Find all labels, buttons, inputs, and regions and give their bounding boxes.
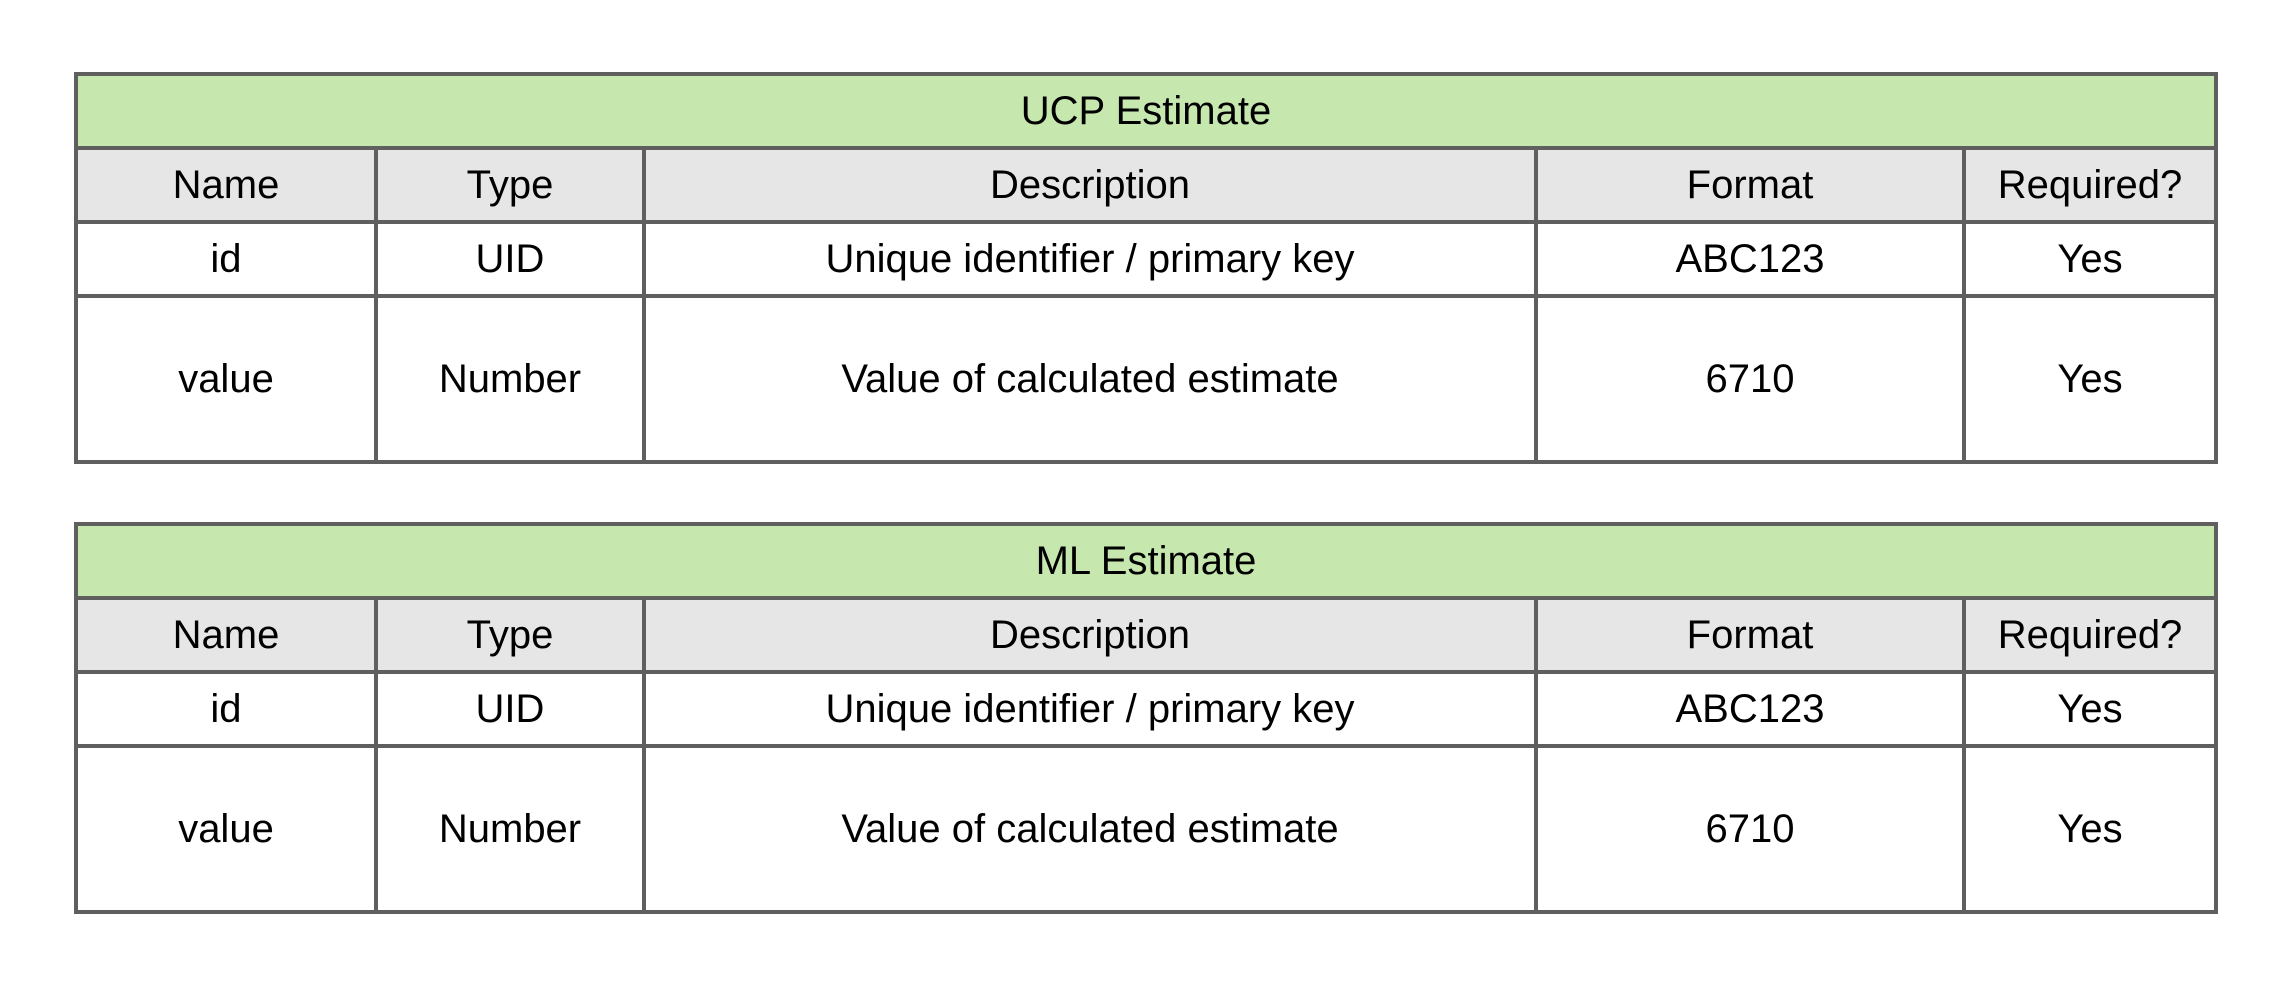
table-title-row: ML Estimate	[73, 522, 2219, 600]
table-title: UCP Estimate	[74, 72, 2218, 150]
table-row: value Number Value of calculated estimat…	[74, 294, 2218, 464]
column-header-description: Description	[642, 596, 1538, 674]
cell-name: id	[74, 670, 378, 748]
table-header-row: Name Type Description Format Required?	[74, 146, 2218, 224]
column-header-name: Name	[74, 596, 378, 674]
column-header-type: Type	[374, 146, 646, 224]
table-row: id UID Unique identifier / primary key A…	[74, 670, 2219, 748]
table-title-row: UCP Estimate	[74, 72, 2218, 150]
cell-required: Yes	[1961, 744, 2219, 914]
column-header-required: Required?	[1962, 146, 2218, 224]
cell-format: ABC123	[1534, 220, 1966, 298]
cell-type: Number	[374, 294, 646, 464]
column-header-required: Required?	[1961, 596, 2219, 674]
cell-required: Yes	[1962, 220, 2218, 298]
cell-type: UID	[374, 220, 646, 298]
table-header-row: Name Type Description Format Required?	[74, 596, 2219, 674]
table-row: id UID Unique identifier / primary key A…	[74, 220, 2218, 298]
cell-type: Number	[374, 744, 646, 914]
cell-format: 6710	[1534, 294, 1966, 464]
cell-description: Value of calculated estimate	[642, 744, 1538, 914]
ml-estimate-table: ML Estimate Name Type Description Format…	[73, 522, 2219, 914]
table-row: value Number Value of calculated estimat…	[74, 744, 2219, 914]
column-header-format: Format	[1534, 596, 1966, 674]
ucp-estimate-table: UCP Estimate Name Type Description Forma…	[74, 72, 2218, 464]
cell-name: id	[74, 220, 378, 298]
cell-required: Yes	[1961, 670, 2219, 748]
cell-description: Unique identifier / primary key	[642, 670, 1538, 748]
column-header-format: Format	[1534, 146, 1966, 224]
cell-description: Unique identifier / primary key	[642, 220, 1538, 298]
column-header-description: Description	[642, 146, 1538, 224]
cell-name: value	[74, 744, 378, 914]
cell-required: Yes	[1962, 294, 2218, 464]
cell-type: UID	[374, 670, 646, 748]
cell-name: value	[74, 294, 378, 464]
cell-format: ABC123	[1534, 670, 1966, 748]
column-header-type: Type	[374, 596, 646, 674]
cell-description: Value of calculated estimate	[642, 294, 1538, 464]
column-header-name: Name	[74, 146, 378, 224]
cell-format: 6710	[1534, 744, 1966, 914]
table-title: ML Estimate	[73, 522, 2219, 600]
